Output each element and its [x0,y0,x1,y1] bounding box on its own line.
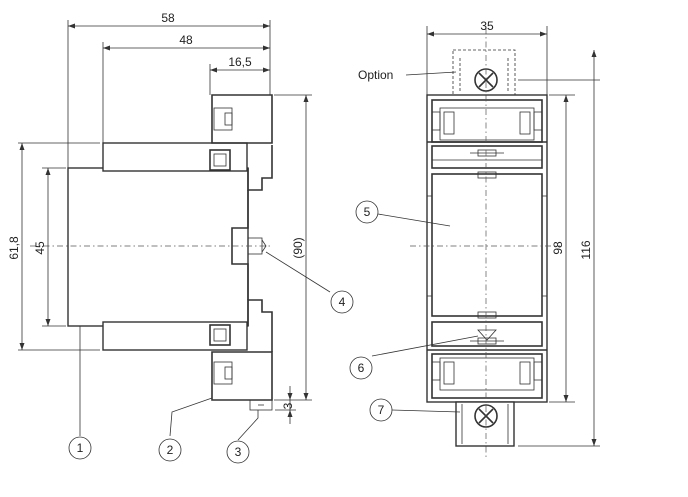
release-clip [249,399,273,411]
top-cover [211,94,273,144]
dim-height-body: 98 [551,241,565,255]
option-leader [405,71,457,76]
callout-6-circle [349,356,373,380]
callout-5: 5 [364,205,371,219]
callout-2-circle [158,438,182,462]
callout-4-circle [330,290,354,314]
callout-7: 7 [378,403,385,417]
leader-5 [377,213,451,227]
rail-groove [231,190,249,300]
bottom-cover [211,351,273,401]
mounting-screw [474,404,498,428]
optional-top-tab [452,49,516,96]
lower-rail-clip [247,299,273,352]
callout-4: 4 [339,295,346,309]
front-face [431,173,543,317]
lower-terminal-screw [209,324,231,346]
leader-7 [391,409,461,413]
upper-rail-clip [247,145,273,191]
dim-height-rail: (90) [291,237,305,258]
leader-4 [265,251,331,293]
callout-5-circle [355,200,379,224]
option-label: Option [358,68,393,82]
leader-3 [237,410,259,441]
upper-terminal-block [102,142,248,172]
dim-width: 35 [480,19,494,33]
side-body [67,167,249,327]
dim-rail-offset: 16,5 [228,55,252,69]
dim-height-inner: 45 [33,241,47,255]
upper-terminal-screw [209,149,231,171]
bottom-mounting-tab [455,401,515,447]
callout-3-circle [226,440,250,464]
leader-2 [169,397,213,437]
bottom-screw-row [431,321,543,347]
callout-3: 3 [235,445,242,459]
side-view: 58 48 16,5 61,8 45 (90) 3 1 2 [7,11,354,464]
callout-2: 2 [167,443,174,457]
top-screw-row [431,145,543,169]
callout-6: 6 [358,361,365,375]
dim-height-total: 116 [579,240,593,259]
leader-6 [371,335,479,357]
dim-overall-depth: 58 [161,11,175,25]
dim-height-outer: 61,8 [7,236,21,260]
callout-1: 1 [77,441,84,455]
dim-clip-travel: 3 [281,402,295,409]
callout-1-circle [68,436,92,460]
callout-7-circle [369,398,393,422]
front-body [426,94,548,403]
front-view: 35 98 116 Option 5 6 7 [349,19,600,460]
led-indicator [477,329,497,341]
dim-body-depth: 48 [179,33,193,47]
